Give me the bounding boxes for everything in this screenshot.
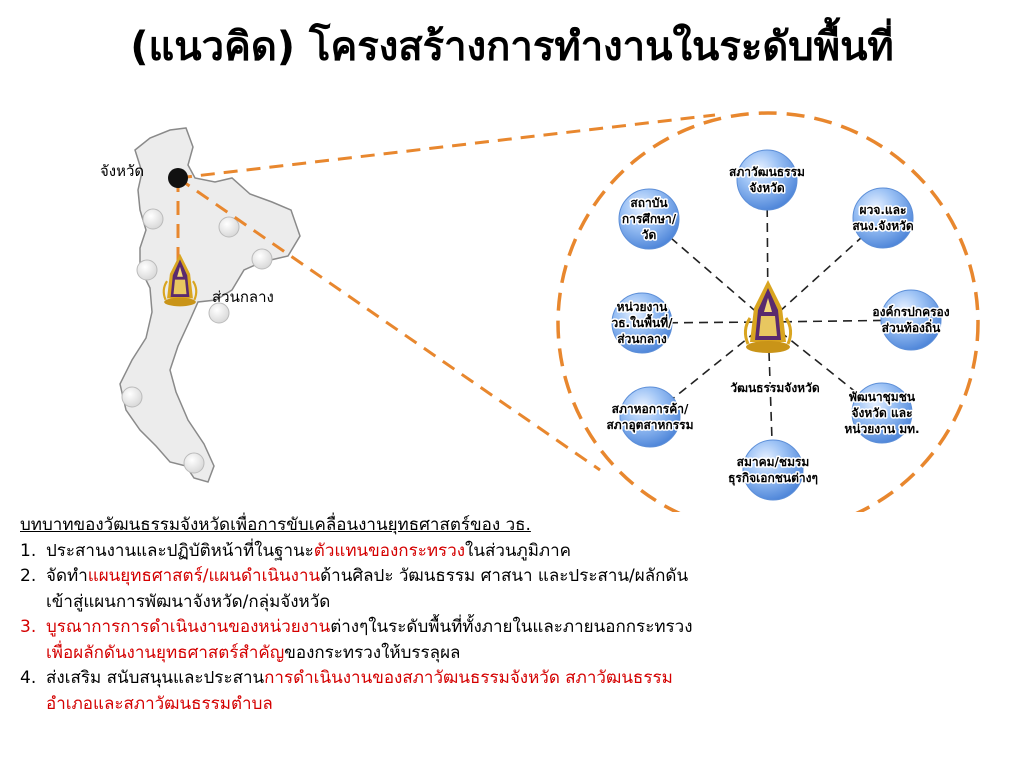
region-dot-icon	[142, 208, 164, 230]
structure-diagram: จังหวัด ส่วนกลาง สภาวัฒนธรรมจังหวัดผวจ.แ…	[100, 111, 980, 512]
region-dot-icon	[121, 386, 143, 408]
role-segment: ประสานงานและปฏิบัติหน้าที่ในฐานะ	[46, 540, 314, 561]
role-line: จัดทำแผนยุทธศาสตร์/แผนดำเนินงานด้านศิลปะ…	[46, 564, 688, 590]
partner-label: สภาหอการค้า/	[612, 402, 689, 416]
partner-label: การศึกษา/	[622, 212, 677, 226]
partner-bubble	[611, 292, 673, 354]
partner-label: สมาคม/ชมรม	[737, 455, 810, 469]
spoke-line	[767, 217, 884, 323]
role-item: 4. ส่งเสริม สนับสนุนและประสานการดำเนินงาน…	[20, 666, 1010, 717]
role-segment: ส่งเสริม สนับสนุนและประสาน	[46, 668, 265, 688]
region-dot-icon	[136, 259, 158, 281]
role-text: ส่งเสริม สนับสนุนและประสานการดำเนินงานขอ…	[46, 666, 673, 717]
emphasis-text: เพื่อผลักดันงานยุทธศาสตร์สำคัญ	[46, 642, 285, 663]
region-dot-icon	[218, 216, 240, 238]
role-segment: ของกระทรวงให้บรรลุผล	[284, 642, 461, 663]
emphasis-text: การดำเนินงานของสภาวัฒนธรรมจังหวัด สภาวัฒ…	[264, 668, 673, 688]
emphasis-text: ตัวแทนของกระทรวง	[313, 540, 466, 561]
roles-section: บทบาทของวัฒนธรรมจังหวัดเพื่อการขับเคลื่อ…	[20, 513, 1010, 717]
partner-label: จังหวัด และ	[851, 406, 912, 420]
role-segment: จัดทำ	[46, 566, 88, 586]
partner-bubble	[736, 149, 798, 211]
partner-label: สถาบัน	[630, 196, 668, 210]
central-label: ส่วนกลาง	[212, 288, 274, 306]
partner-bubble	[851, 382, 913, 444]
role-segment: ต่างๆในระดับพื้นที่ทั้งภายในและภายนอกกระ…	[330, 617, 693, 637]
emphasis-text: แผนยุทธศาสตร์/แผนดำเนินงาน	[87, 566, 321, 586]
region-dot-icon	[183, 452, 205, 474]
spoke-line	[767, 319, 912, 323]
role-line: เข้าสู่แผนการพัฒนาจังหวัด/กลุ่มจังหวัด	[46, 590, 688, 616]
role-text: บูรณาการการดำเนินงานของหน่วยงานต่างๆในระ…	[46, 615, 693, 666]
role-segment: เข้าสู่แผนการพัฒนาจังหวัด/กลุ่มจังหวัด	[46, 591, 331, 612]
province-zoom-circle	[556, 111, 980, 512]
partner-label: หน่วยงาน	[617, 300, 668, 314]
partner-label: สภาวัฒนธรรม	[729, 165, 805, 179]
partner-node: สภาวัฒนธรรมจังหวัด	[728, 149, 806, 211]
role-item: 2. จัดทำแผนยุทธศาสตร์/แผนดำเนินงานด้านศิล…	[20, 564, 1010, 615]
role-line: อำเภอและสภาวัฒนธรรมตำบล	[46, 692, 673, 718]
role-text: ประสานงานและปฏิบัติหน้าที่ในฐานะตัวแทนขอ…	[46, 539, 571, 565]
role-line: เพื่อผลักดันงานยุทธศาสตร์สำคัญของกระทรวง…	[46, 641, 693, 667]
partner-node: สภาหอการค้า/สภาอุตสาหกรรม	[605, 386, 695, 448]
role-line: ส่งเสริม สนับสนุนและประสานการดำเนินงานขอ…	[46, 666, 673, 692]
zoom-connector-lines	[176, 113, 716, 472]
partner-label: วัด	[642, 228, 657, 242]
roles-heading: บทบาทของวัฒนธรรมจังหวัดเพื่อการขับเคลื่อ…	[20, 515, 531, 535]
province-dot-icon	[168, 168, 188, 188]
role-line: ประสานงานและปฏิบัติหน้าที่ในฐานะตัวแทนขอ…	[46, 539, 571, 565]
province-label: จังหวัด	[100, 162, 144, 180]
role-number: 3.	[20, 617, 37, 637]
role-segment: ในส่วนภูมิภาค	[465, 540, 572, 561]
role-number: 1.	[20, 540, 37, 561]
role-text: จัดทำแผนยุทธศาสตร์/แผนดำเนินงานด้านศิลปะ…	[46, 564, 688, 615]
partner-bubbles: สภาวัฒนธรรมจังหวัดผวจ.และสนง.จังหวัดองค์…	[605, 149, 951, 501]
thai-map	[119, 127, 301, 483]
role-number: 2.	[20, 566, 37, 586]
partner-label: หน่วยงาน มท.	[844, 422, 919, 436]
partner-label: ส่วนกลาง	[617, 332, 667, 346]
partner-bubble	[852, 187, 914, 249]
role-segment: ด้านศิลปะ วัฒนธรรม ศาสนา และประสาน/ผลักด…	[320, 566, 689, 586]
partner-label: ผวจ.และ	[860, 203, 907, 217]
role-line: บูรณาการการดำเนินงานของหน่วยงานต่างๆในระ…	[46, 615, 693, 641]
partner-label: พัฒนาชุมชน	[849, 390, 916, 405]
partner-bubble	[742, 439, 804, 501]
partner-bubble	[880, 289, 942, 351]
partner-bubble	[619, 386, 681, 448]
emphasis-text: บูรณาการการดำเนินงานของหน่วยงาน	[46, 617, 331, 637]
role-number: 4.	[20, 668, 37, 688]
partner-label: สนง.จังหวัด	[852, 219, 913, 233]
region-dot-icon	[208, 302, 230, 324]
partner-bubble	[618, 188, 680, 250]
partner-label: ธุรกิจเอกชนต่างๆ	[728, 471, 818, 486]
partner-label: ส่วนท้องถิ่น	[882, 319, 942, 335]
spoke-line	[648, 218, 769, 323]
partner-label: สภาอุตสาหกรรม	[606, 418, 693, 433]
partner-label: องค์กรปกครอง	[872, 305, 949, 319]
role-item: 3. บูรณาการการดำเนินงานของหน่วยงานต่างๆใน…	[20, 615, 1010, 666]
region-dot-icon	[251, 248, 273, 270]
page-title: (แนวคิด) โครงสร้างการทำงานในระดับพื้นที่	[130, 24, 894, 70]
ministry-emblem-icon	[743, 278, 793, 355]
center-label: วัฒนธรรมจังหวัด	[730, 381, 819, 395]
role-item: 1. ประสานงานและปฏิบัติหน้าที่ในฐานะตัวแทน…	[20, 539, 1010, 565]
partner-label: จังหวัด	[749, 181, 785, 195]
emphasis-text: อำเภอและสภาวัฒนธรรมตำบล	[46, 693, 273, 714]
partner-label: วธ.ในพื้นที่/	[611, 313, 673, 330]
roles-list: 1. ประสานงานและปฏิบัติหน้าที่ในฐานะตัวแทน…	[20, 539, 1010, 718]
